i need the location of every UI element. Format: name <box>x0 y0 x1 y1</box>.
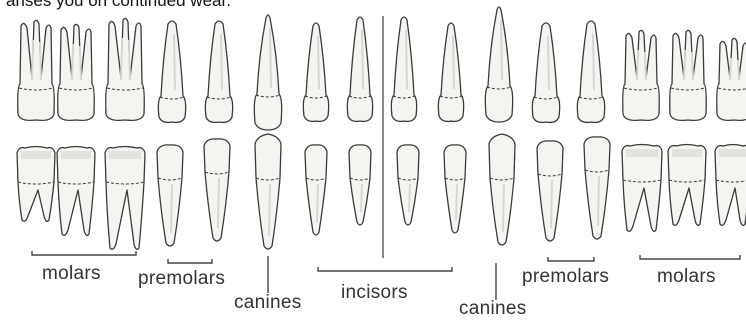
upper-canine-6 <box>254 15 281 130</box>
label-incisors: incisors <box>341 282 408 304</box>
lower-molar-2 <box>57 147 95 236</box>
upper-premolar-5 <box>205 21 232 122</box>
lower-premolar-13 <box>584 137 610 239</box>
lower-canine-11 <box>489 134 515 245</box>
label-canines-right: canines <box>459 298 527 320</box>
lower-teeth-row <box>17 134 746 249</box>
label-premolars-right: premolars <box>522 266 609 288</box>
upper-incisor-7 <box>303 23 328 121</box>
lower-incisor-9 <box>397 145 419 225</box>
lower-molar-1 <box>17 147 55 222</box>
label-canines-left: canines <box>234 292 302 314</box>
upper-molar-1 <box>18 20 55 120</box>
bracket-molars-left <box>32 251 136 255</box>
lower-incisor-7 <box>305 145 327 235</box>
upper-canine-11 <box>485 7 512 122</box>
lower-incisor-10 <box>444 145 466 233</box>
lower-premolar-12 <box>537 141 563 241</box>
lower-premolar-4 <box>157 145 183 246</box>
upper-molar-16 <box>717 38 746 120</box>
lower-molar-3 <box>105 147 145 250</box>
upper-premolar-13 <box>577 21 604 122</box>
upper-incisor-9 <box>391 17 416 121</box>
upper-premolar-4 <box>158 21 185 122</box>
label-premolars-left: premolars <box>138 268 225 290</box>
upper-incisor-8 <box>347 17 372 121</box>
bracket-molars-right <box>640 255 740 259</box>
upper-molar-14 <box>623 30 660 120</box>
upper-premolar-12 <box>532 23 559 122</box>
upper-molar-15 <box>670 30 707 120</box>
bracket-premolars-left <box>168 259 212 263</box>
upper-molar-3 <box>106 18 145 120</box>
lower-molar-15 <box>668 145 706 226</box>
lower-molar-16 <box>715 145 746 226</box>
bracket-premolars-right <box>548 257 594 261</box>
upper-teeth-row <box>18 7 746 130</box>
lower-premolar-5 <box>204 139 230 241</box>
label-molars-right: molars <box>657 266 716 288</box>
lower-molar-14 <box>622 145 662 232</box>
upper-molar-2 <box>58 24 95 120</box>
bracket-incisors <box>318 267 452 271</box>
lower-canine-6 <box>255 134 281 249</box>
upper-incisor-10 <box>438 23 463 121</box>
label-molars-left: molars <box>42 263 101 285</box>
lower-incisor-8 <box>349 145 371 225</box>
